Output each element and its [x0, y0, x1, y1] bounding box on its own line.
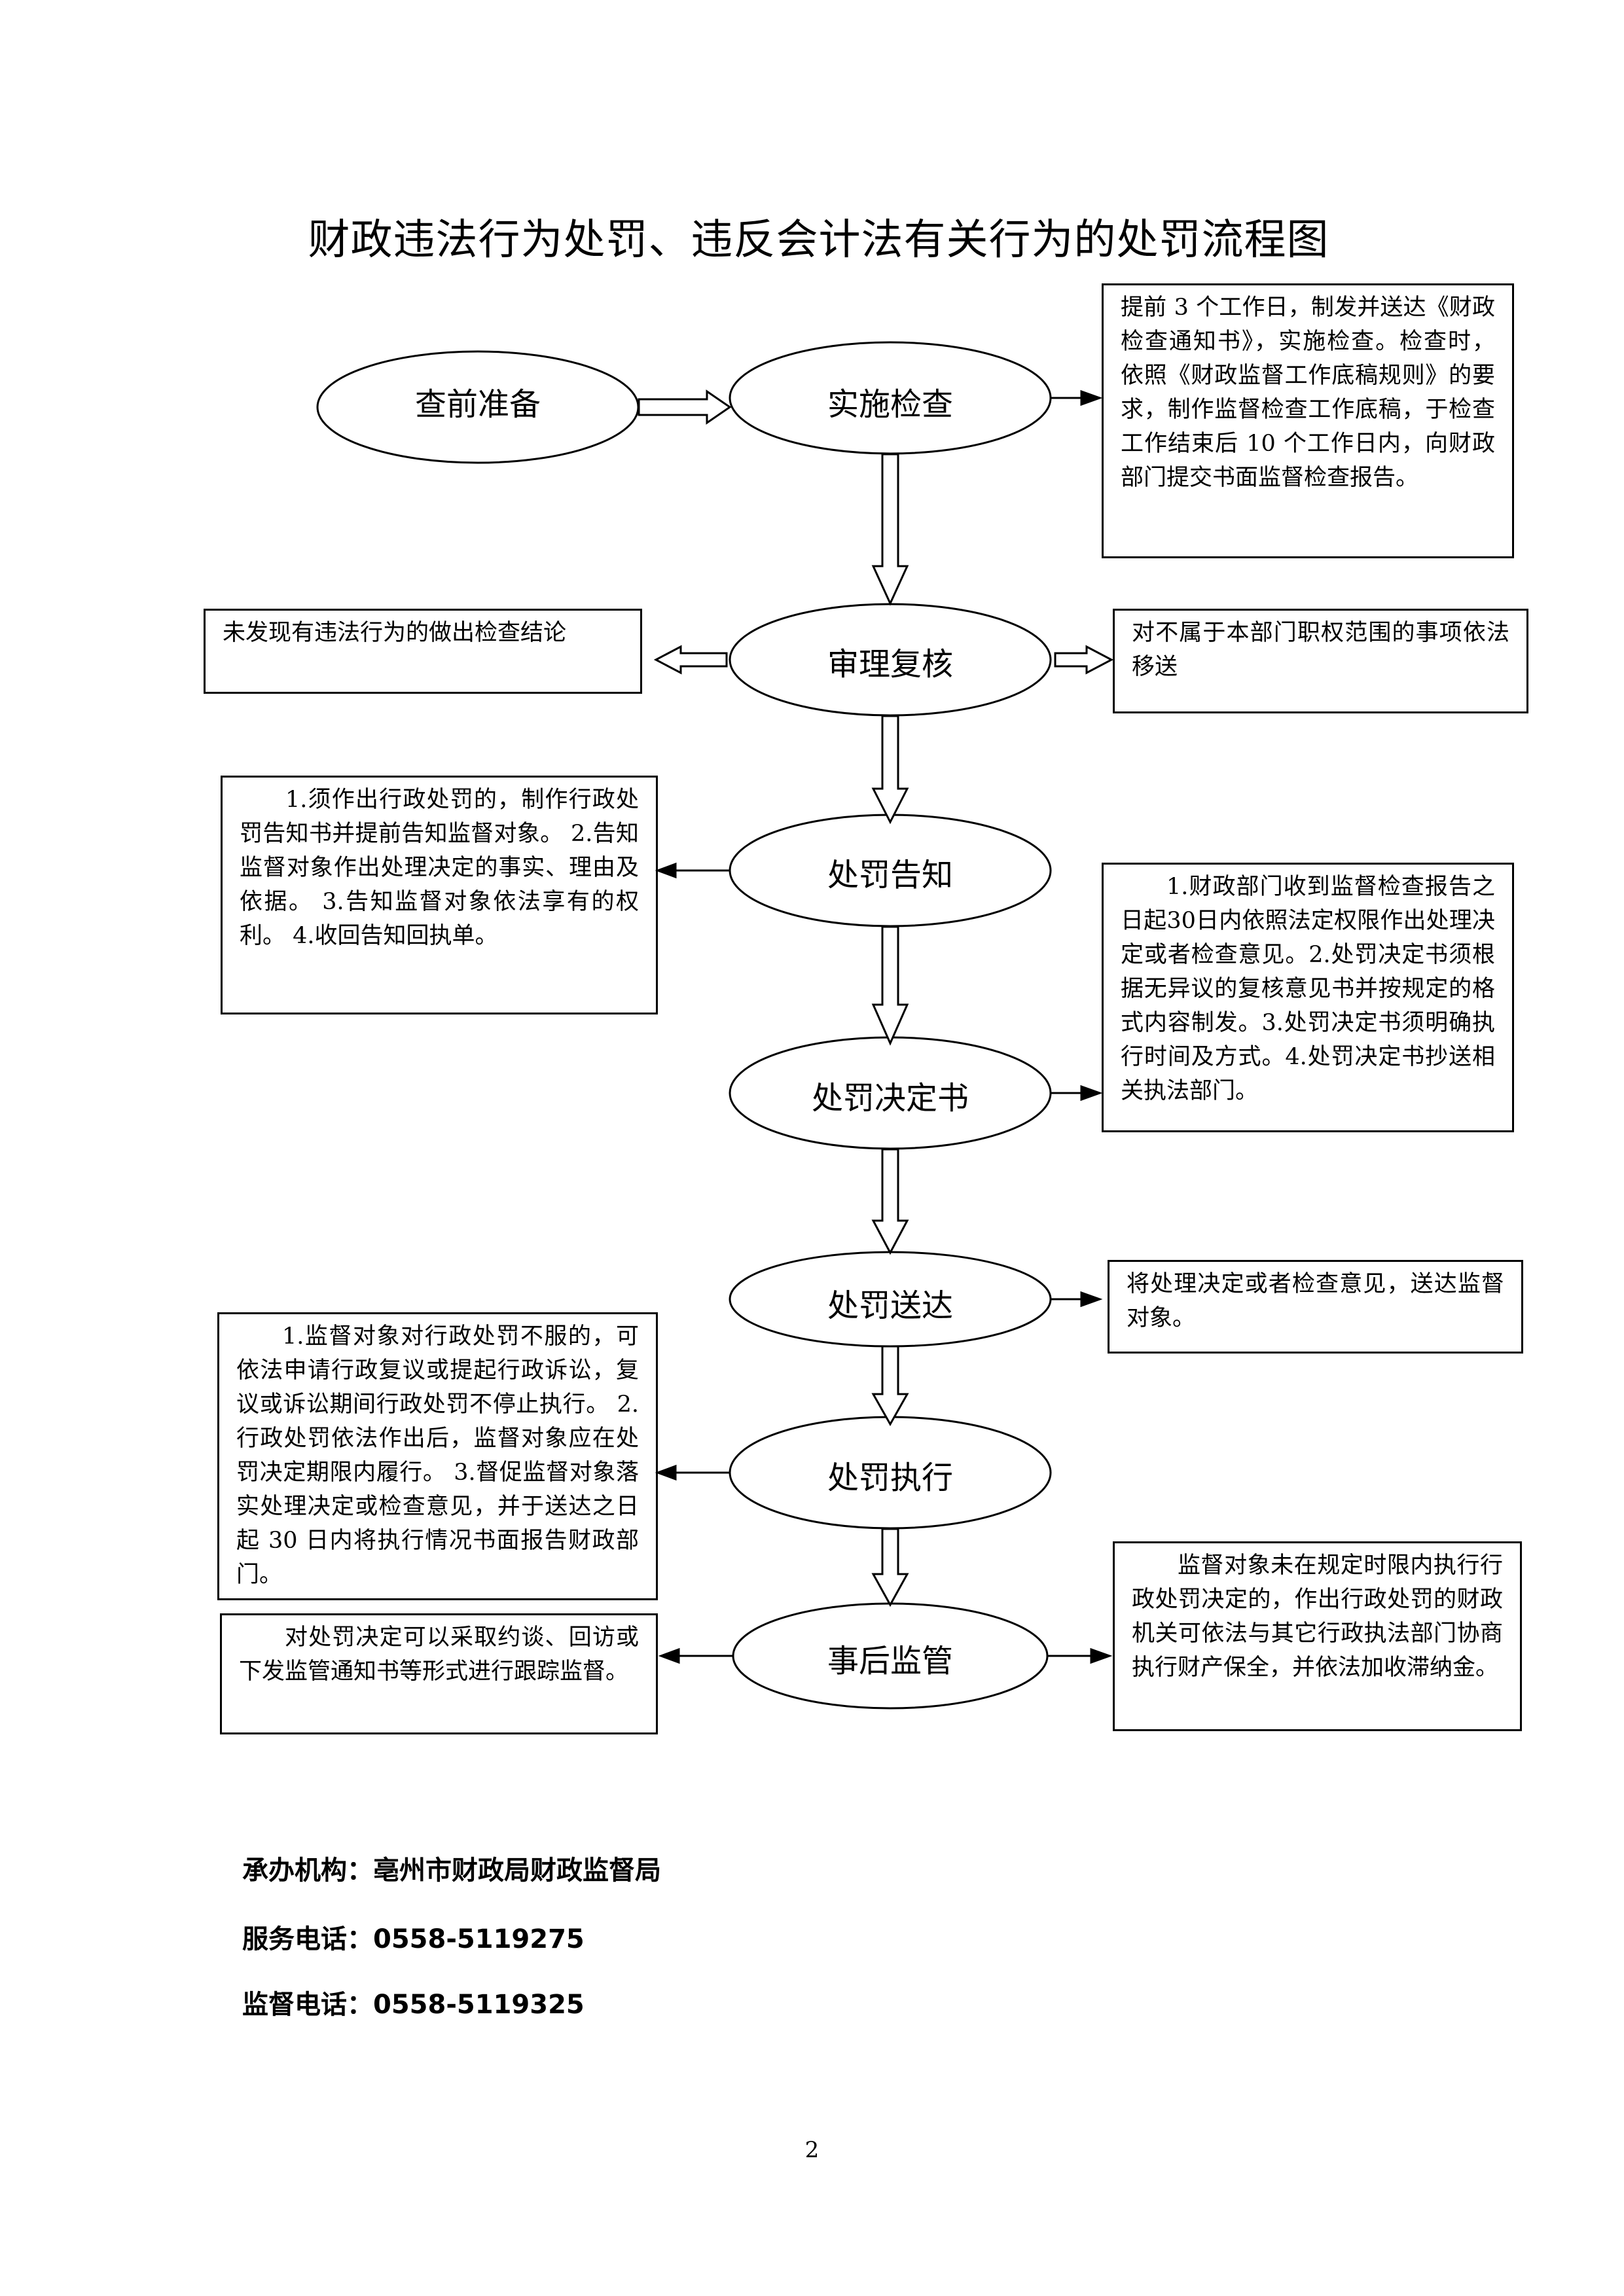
arrow-decision-to-deliver	[871, 1148, 909, 1255]
arrow-review-to-left	[653, 645, 728, 675]
deliver-note-box: 将处理决定或者检查意见，送达监督对象。	[1108, 1260, 1523, 1354]
node-prep-label: 查前准备	[414, 386, 541, 423]
agency-line: 承办机构：亳州市财政局财政监督局	[242, 1856, 661, 1886]
notice-note-box: 1.须作出行政处罚的，制作行政处罚告知书并提前告知监督对象。 2.告知监督对象作…	[221, 776, 658, 1014]
arrow-review-to-notice	[871, 715, 909, 825]
arrow-prep-to-inspect	[638, 389, 732, 425]
review-right-box: 对不属于本部门职权范围的事项依法移送	[1113, 609, 1528, 713]
service-phone-line: 服务电话：0558-5119275	[242, 1924, 585, 1954]
node-notice-label: 处罚告知	[827, 857, 953, 893]
decision-note-box: 1.财政部门收到监督检查报告之日起30日内依照法定权限作出处理决定或者检查意见。…	[1102, 863, 1514, 1132]
page-title: 财政违法行为处罚、违反会计法有关行为的处罚流程图	[308, 216, 1329, 264]
node-supervise-label: 事后监管	[827, 1643, 953, 1679]
execute-note-box: 1.监督对象对行政处罚不服的，可依法申请行政复议或提起行政诉讼，复议或诉讼期间行…	[217, 1312, 658, 1600]
supervise-right-box: 监督对象未在规定时限内执行行政处罚决定的，作出行政处罚的财政机关可依法与其它行政…	[1113, 1541, 1522, 1731]
node-review-label: 审理复核	[827, 646, 953, 683]
arrow-inspect-to-review	[871, 453, 909, 606]
arrow-notice-to-decision	[871, 925, 909, 1046]
arrow-deliver-to-execute	[871, 1345, 909, 1427]
inspect-note-box: 提前 3 个工作日，制发并送达《财政检查通知书》，实施检查。检查时，依照《财政监…	[1102, 283, 1514, 558]
node-execute-label: 处罚执行	[827, 1460, 953, 1496]
review-left-box: 未发现有违法行为的做出检查结论	[204, 609, 642, 694]
node-inspect-label: 实施检查	[827, 386, 953, 423]
arrow-execute-to-supervise	[871, 1528, 909, 1607]
node-deliver-label: 处罚送达	[827, 1287, 953, 1324]
supervision-phone-line: 监督电话：0558-5119325	[242, 1990, 585, 2020]
node-decision-label: 处罚决定书	[811, 1080, 969, 1117]
page-number: 2	[804, 2137, 820, 2163]
supervise-left-box: 对处罚决定可以采取约谈、回访或下发监管通知书等形式进行跟踪监督。	[220, 1613, 658, 1734]
arrow-review-to-right	[1054, 645, 1114, 675]
